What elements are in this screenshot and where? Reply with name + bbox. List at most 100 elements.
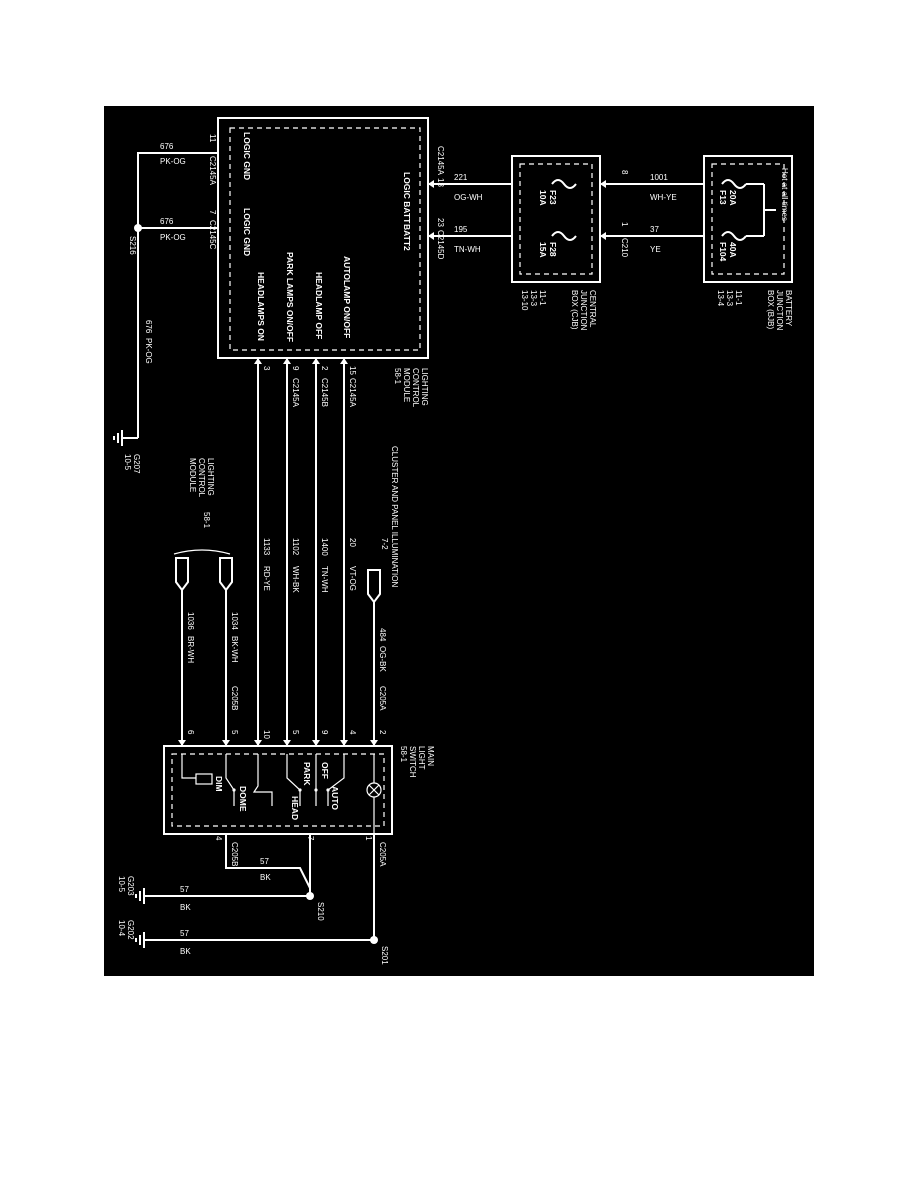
- battery-junction-box: F13 20A F104 40A Hot at all times BATTER…: [703, 155, 793, 331]
- lcm-pin-autolamp: 15: [348, 366, 357, 375]
- switch-position-dome: DOME: [238, 786, 248, 812]
- splice-s216: [134, 224, 142, 232]
- lcm-input-logic-gnd-a: LOGIC GND: [242, 132, 252, 180]
- switch-position-head: HEAD: [290, 796, 300, 820]
- lcm-pin-headlamps-on: 3: [262, 366, 271, 371]
- switch-signal-wires: 20 VT-OG 1400 TN-WH 1102 WH-BK 1133 RD-Y…: [254, 358, 357, 746]
- splice-s216-label: S216: [128, 236, 137, 255]
- lcm-input-logic-batt: LOGIC BATT: [402, 172, 412, 224]
- wire-1036-color: BR-WH: [186, 636, 195, 663]
- lcm-input-batt2: BATT2: [402, 224, 412, 251]
- switch-top-pin-2: 4: [348, 730, 357, 735]
- bjb-label-line-3: BOX (BJB): [766, 290, 775, 329]
- ground-g207-ref: 10-5: [123, 454, 132, 471]
- lcm-connector-logic-gnd-b: C2145C: [208, 220, 217, 250]
- switch-top-pin-5: 10: [262, 730, 271, 739]
- switch-position-auto: AUTO: [330, 786, 340, 810]
- cjb-ref-1: 11-1: [538, 290, 547, 306]
- switch-top-pin-6: 5: [230, 730, 239, 735]
- switch-label-ref: 58-1: [399, 746, 408, 763]
- wire-1001-circuit: 1001: [650, 173, 668, 182]
- cjb-fuse-f28-rating: 15A: [538, 242, 548, 258]
- wire-1133-circuit: 1133: [262, 538, 271, 556]
- main-light-switch: AUTO OFF PARK HEAD DOME DIM MAIN LIGHT S…: [163, 686, 435, 867]
- wire-195-circuit: 195: [454, 225, 468, 234]
- lcm-label-ref: 58-1: [393, 368, 402, 385]
- lcm-connector-autolamp: C2145A: [348, 378, 357, 408]
- splice-s201: [370, 936, 378, 944]
- lcm-connector-logic-gnd-a: C2145A: [208, 156, 217, 186]
- lcm-ref-label-line-1: LIGHTING: [206, 458, 215, 496]
- switch-label-line-1: MAIN: [426, 746, 435, 766]
- ground-g203-name: G203: [126, 876, 135, 896]
- lcm-label-line-2: CONTROL: [411, 368, 420, 408]
- lighting-control-module: LOGIC GND LOGIC GND LOGIC BATT BATT2 AUT…: [208, 117, 445, 408]
- ground-g203-ref: 10-5: [117, 876, 126, 893]
- switch-connector-top-a: C205A: [378, 686, 387, 711]
- lcm-ref-label-line-2: CONTROL: [197, 458, 206, 498]
- lcm-connector-park: C2145A: [291, 378, 300, 408]
- splice-s210-label: S210: [316, 902, 325, 921]
- wire-1400-color: TN-WH: [320, 566, 329, 593]
- wire-221-color: OG-WH: [454, 193, 483, 202]
- cjb-pin-b: 1: [620, 222, 629, 227]
- ground-g202-ref: 10-4: [117, 920, 126, 937]
- lcm-label-line-1: LIGHTING: [420, 368, 429, 406]
- ground-g207-name: G207: [132, 454, 141, 474]
- cjb-pin-a: 8: [620, 170, 629, 175]
- wire-57b-color: BK: [180, 903, 191, 912]
- cjb-connector: C210: [620, 238, 629, 258]
- wire-676a-color: PK-OG: [160, 157, 186, 166]
- bjb-label-line-1: BATTERY: [784, 290, 793, 327]
- wire-1036-circuit: 1036: [186, 612, 195, 630]
- cjb-ref-2: 13-3: [529, 290, 538, 307]
- wire-57a-color: BK: [260, 873, 271, 882]
- bjb-ref-2: 13-3: [725, 290, 734, 307]
- bjb-fuse-f13-name: F13: [718, 190, 728, 205]
- wire-57c-color: BK: [180, 947, 191, 956]
- bjb-label-line-2: JUNCTION: [775, 290, 784, 331]
- cjb-fuse-f28-name: F28: [548, 242, 558, 257]
- cluster-illumination-feed: CLUSTER AND PANEL ILLUMINATION 7-2 484 O…: [367, 446, 399, 746]
- wiring-diagram: LOGIC GND LOGIC GND LOGIC BATT BATT2 AUT…: [113, 117, 793, 965]
- switch-label-line-2: LIGHT: [417, 746, 426, 770]
- wire-57c-circuit: 57: [180, 929, 189, 938]
- wire-1034-circuit: 1034: [230, 612, 239, 630]
- wire-195-color: TN-WH: [454, 245, 481, 254]
- cluster-illumination-ref: 7-2: [380, 538, 389, 550]
- ground-g202-name: G202: [126, 920, 135, 940]
- switch-bottom-pin-3: 4: [214, 836, 223, 841]
- dimmer-rheostat-icon: [195, 773, 213, 785]
- wire-484-circuit: 484: [378, 628, 387, 642]
- bjb-fuse-f104-name: F104: [718, 242, 728, 262]
- cjb-label-line-2: JUNCTION: [579, 290, 588, 331]
- wire-20-color: VT-OG: [348, 566, 357, 591]
- wire-1034-color: BK-WH: [230, 636, 239, 663]
- switch-label-line-3: SWITCH: [408, 746, 417, 778]
- lcm-connector-batt2: C2145D: [436, 230, 445, 260]
- switch-top-pin-3: 9: [320, 730, 329, 735]
- switch-position-dim: DIM: [214, 776, 224, 792]
- cjb-ref-3: 13-10: [520, 290, 529, 311]
- lcm-output-headlamp-off: HEADLAMP OFF: [314, 272, 324, 339]
- bjb-fuse-f13-rating: 20A: [728, 190, 738, 206]
- wire-1102-color: WH-BK: [291, 566, 300, 593]
- switch-top-pin-7: 6: [186, 730, 195, 735]
- wire-57b-circuit: 57: [180, 885, 189, 894]
- lcm-pin-headlamp-off: 2: [320, 366, 329, 371]
- wire-676b-color: PK-OG: [160, 233, 186, 242]
- lcm-ref-label-line-3: MODULE: [188, 458, 197, 492]
- ground-circuit-676: S216 676 PK-OG 676 PK-OG 676 PK-OG G207 …: [113, 142, 218, 474]
- lcm-pin-logic-gnd-b: 7: [208, 210, 217, 215]
- switch-connector-top-b: C205B: [230, 686, 239, 710]
- wire-37-color: YE: [650, 245, 661, 254]
- switch-connector-bottom-a: C205A: [378, 842, 387, 867]
- wire-1001-color: WH-YE: [650, 193, 677, 202]
- switch-ground-circuit-57: S210 57 BK 57 BK S201 57 BK G203 10-5 G2…: [117, 834, 389, 965]
- bjb-ref-1: 11-1: [734, 290, 743, 306]
- switch-top-pin-4: 5: [291, 730, 300, 735]
- splice-s210: [306, 892, 314, 900]
- cjb-fuse-f23-rating: 10A: [538, 190, 548, 206]
- switch-bottom-pin-1: 1: [364, 836, 373, 841]
- lcm-pin-park: 9: [291, 366, 300, 371]
